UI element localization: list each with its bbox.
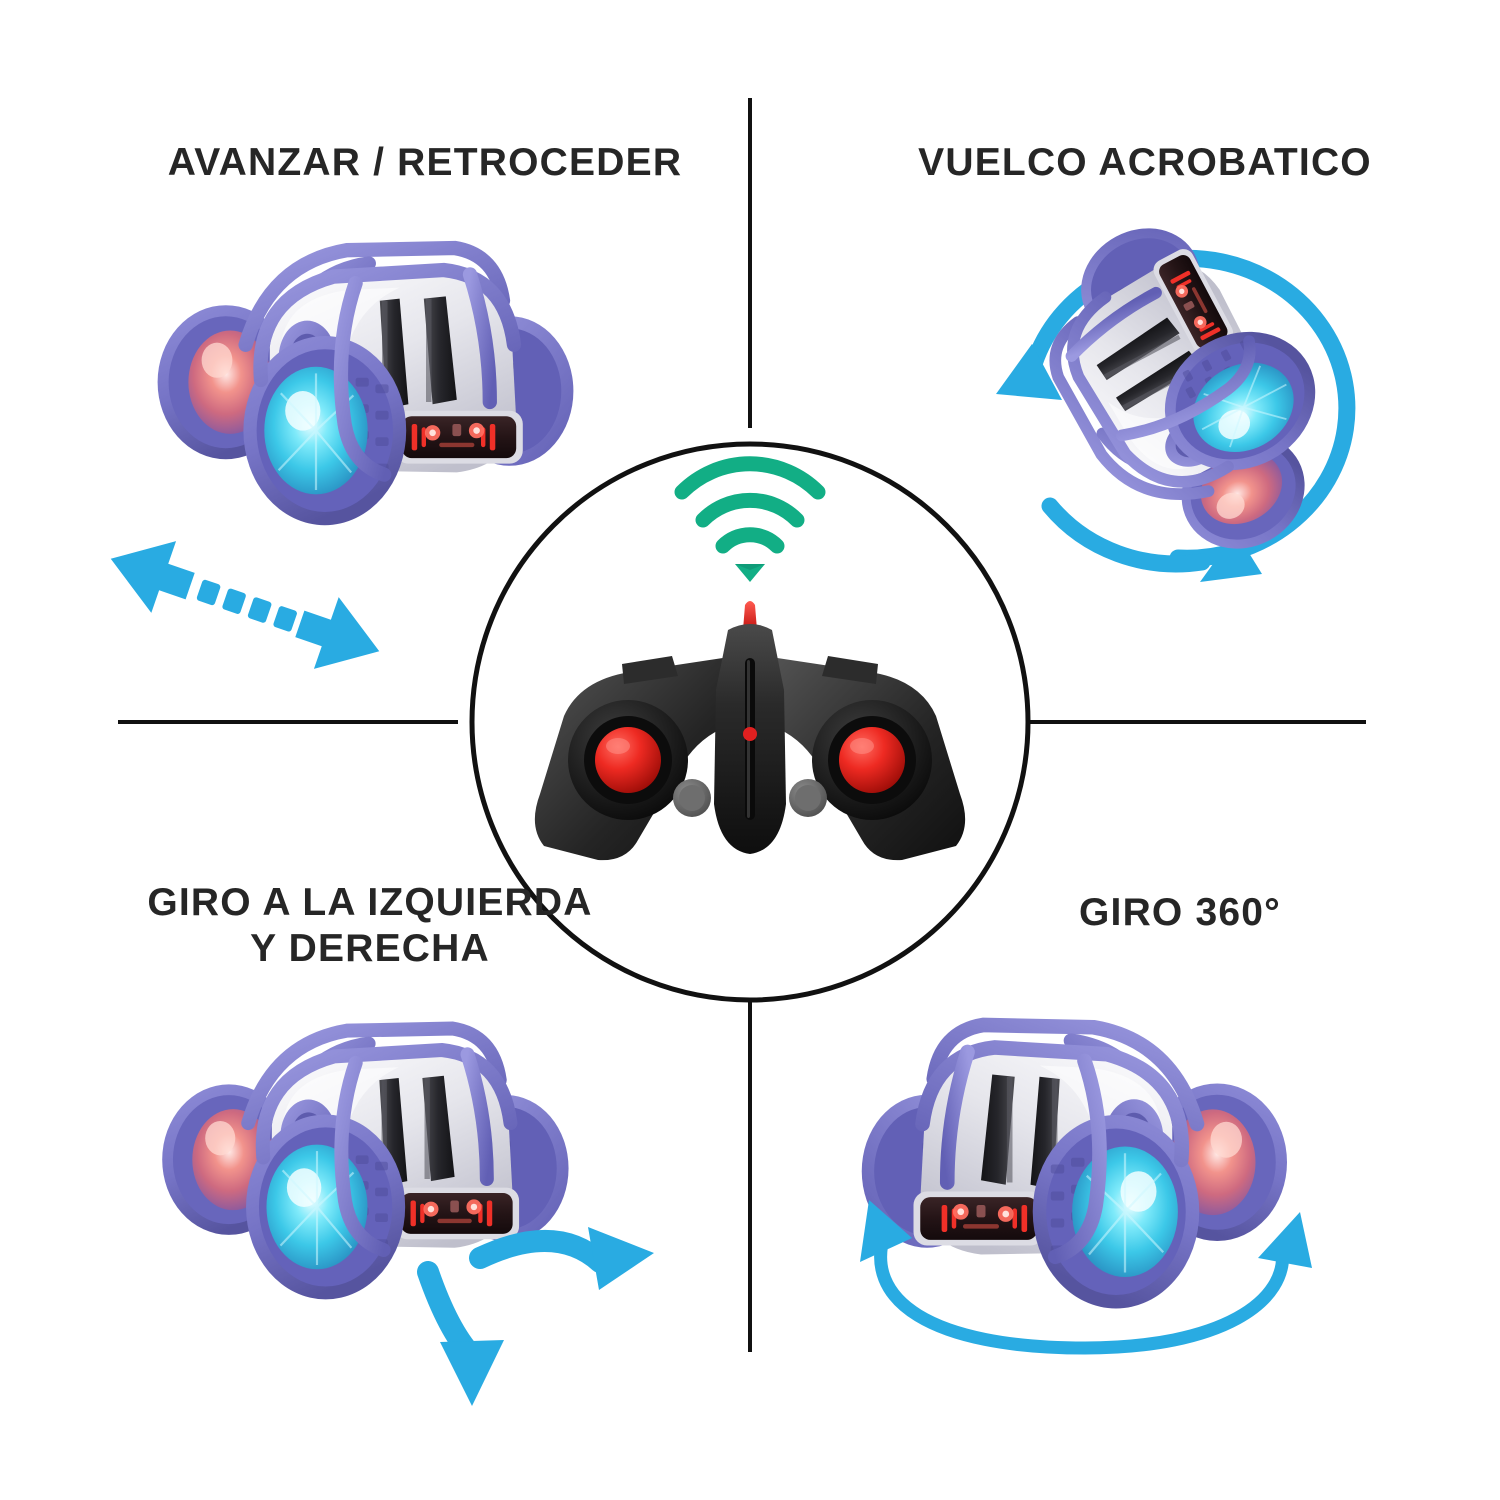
- arrowhead-right: [295, 597, 380, 669]
- dash-3: [247, 597, 272, 623]
- divider-horizontal-right: [1028, 720, 1366, 724]
- dash-5: [298, 614, 323, 641]
- left-joystick-button: [595, 727, 661, 793]
- quadrant-label-forward: AVANZAR / RETROCEDER: [167, 141, 683, 184]
- car-image-spin: [855, 990, 1305, 1330]
- turn-arrow-down-head: [440, 1340, 504, 1406]
- car-image-flip: [977, 168, 1402, 622]
- dash-4: [273, 606, 297, 632]
- spine-indicator-led: [743, 727, 757, 741]
- right-joystick-button: [839, 727, 905, 793]
- dash-2: [222, 588, 246, 614]
- remote-center-spine: [714, 624, 786, 854]
- right-joystick-well: [812, 700, 932, 820]
- turn-arrow-right-head: [588, 1227, 654, 1290]
- quadrant-label-spin: GIRO 360°: [1079, 891, 1281, 934]
- quadrant-label-turn: GIRO A LA IZQUIERDA Y DERECHA: [147, 881, 593, 971]
- car-image-forward: [140, 215, 580, 545]
- divider-horizontal-left: [118, 720, 458, 724]
- antenna-tip: [743, 601, 757, 630]
- divider-vertical-top: [748, 98, 752, 428]
- car-image-turn: [145, 995, 575, 1320]
- function-button-right: [789, 779, 827, 817]
- remote-right-wing: [764, 656, 966, 861]
- remote-left-wing: [534, 656, 736, 861]
- dash-1: [196, 579, 221, 606]
- left-joystick-well: [568, 700, 688, 820]
- function-button-left: [673, 779, 711, 817]
- shoulder-tab-right: [822, 656, 878, 684]
- spine-slot: [745, 658, 755, 820]
- spine-slot-highlight: [747, 660, 750, 818]
- quadrant-label-flip: VUELCO ACROBATICO: [918, 141, 1372, 184]
- divider-vertical-bottom: [748, 990, 752, 1352]
- shoulder-tab-left: [622, 656, 678, 684]
